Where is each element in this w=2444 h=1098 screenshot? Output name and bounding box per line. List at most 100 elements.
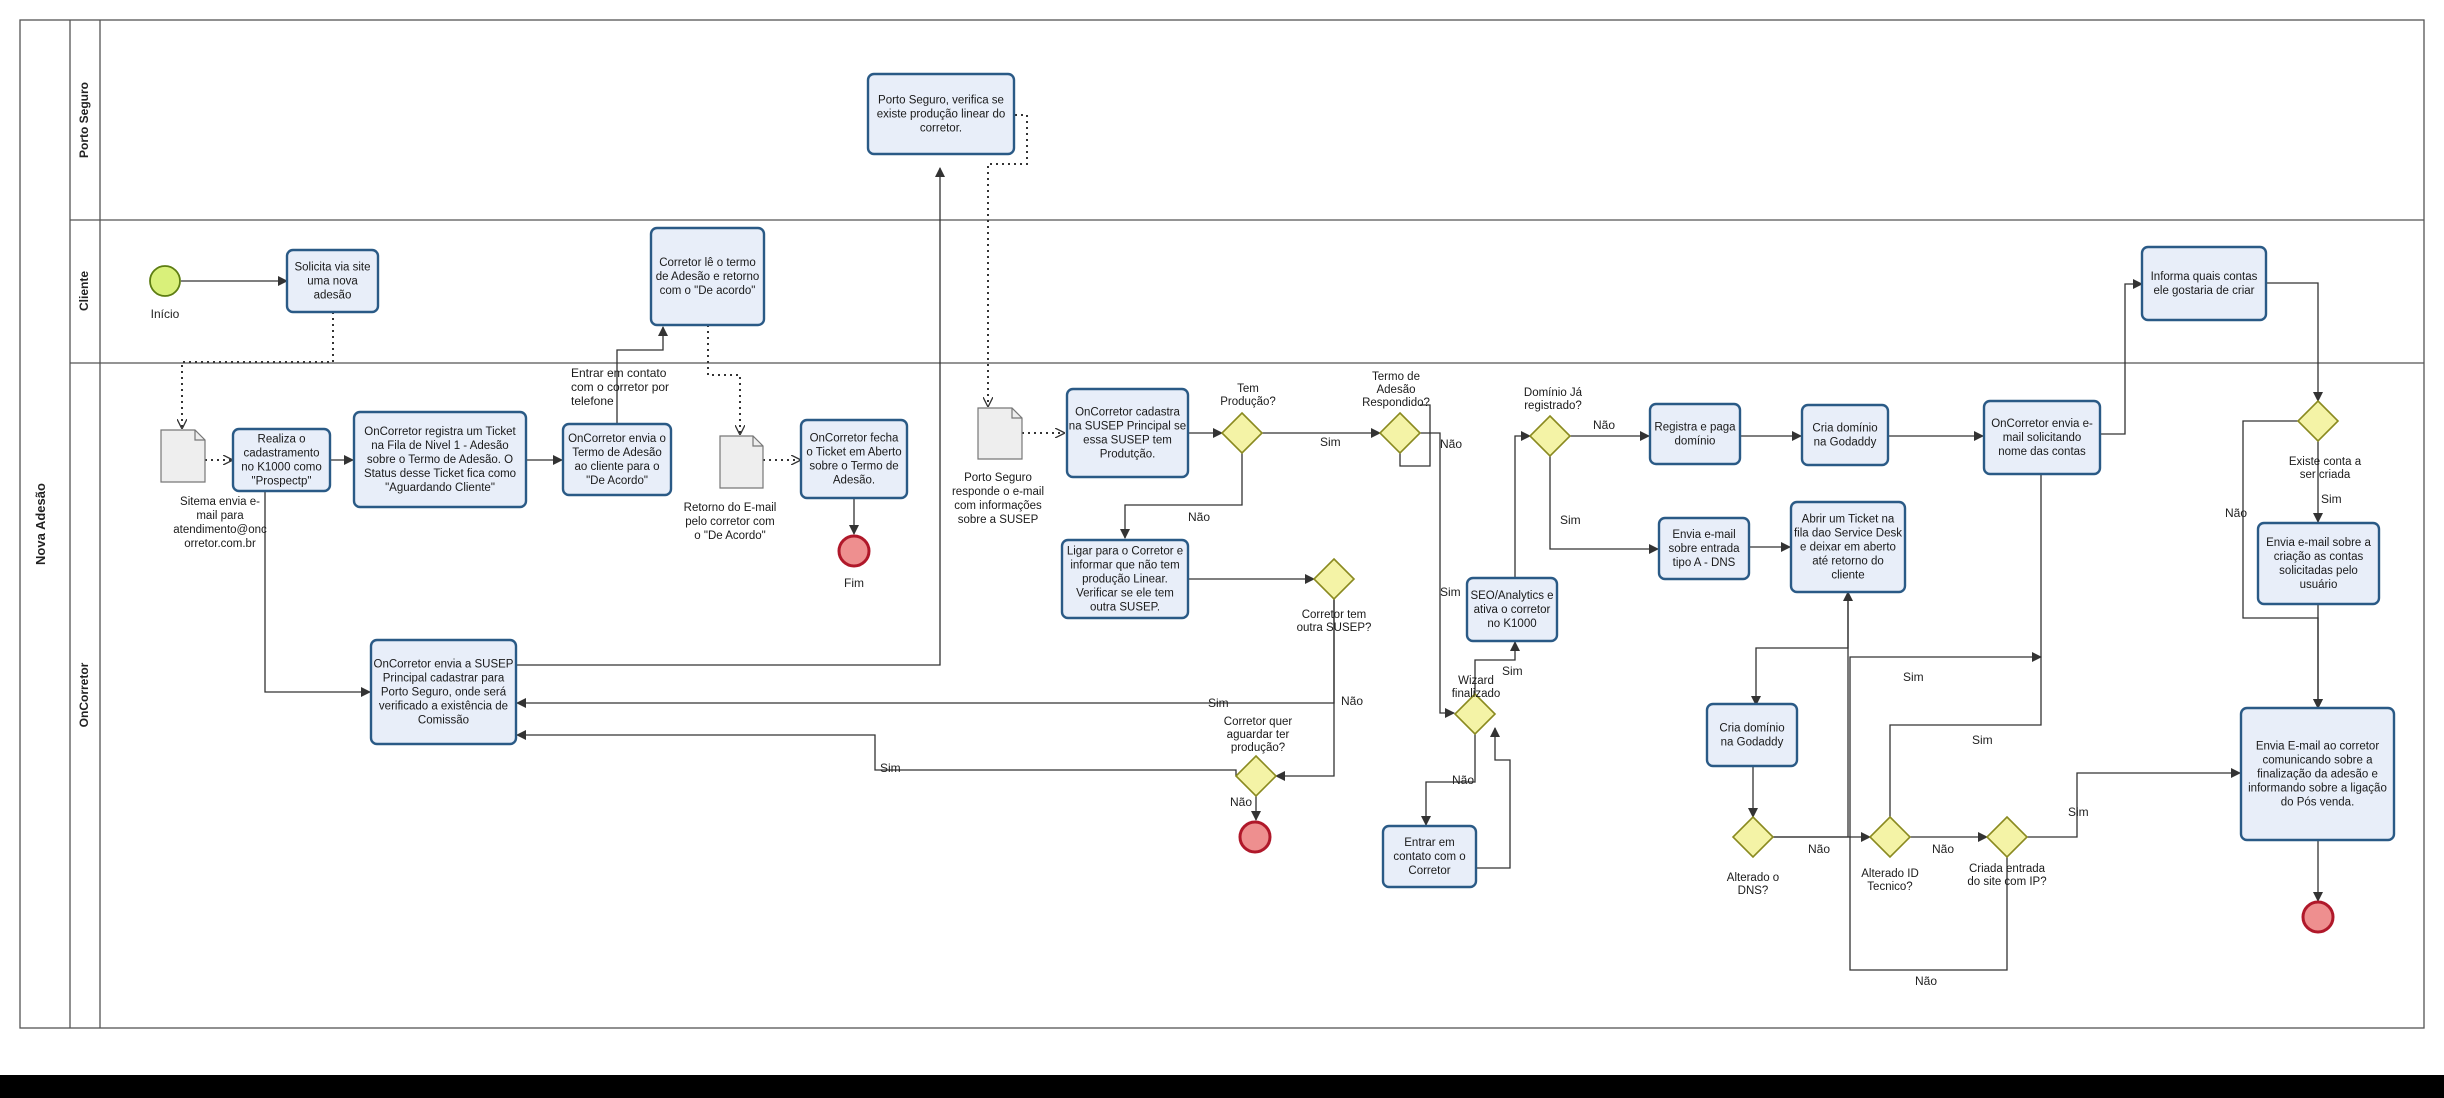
pool: Nova Adesão Porto Seguro Cliente OnCorre… xyxy=(19,19,2425,1029)
task-label: Envia E-mail ao corretor xyxy=(2256,741,2380,753)
flow-labels: Sim Não Não Sim Sim Não Sim Não Sim Não … xyxy=(880,418,2342,988)
label-nao: Não xyxy=(1341,694,1363,708)
start-label: Início xyxy=(151,307,180,321)
task-label: OnCorretor registra um Ticket xyxy=(364,426,516,438)
label-nao: Não xyxy=(1808,842,1830,856)
task-label: na Fila de Nivel 1 - Adesão xyxy=(371,440,508,452)
gateway-label: outra SUSEP? xyxy=(1297,622,1372,634)
task-label: Cria domínio xyxy=(1719,723,1784,735)
task-label: Registra e paga xyxy=(1654,422,1736,434)
flow-entrar-wizard xyxy=(1476,727,1511,869)
end-event-fim[interactable]: Fim xyxy=(837,534,871,590)
task-label: cadastramento xyxy=(243,448,319,460)
flow-termo-loop xyxy=(1399,404,1431,467)
task-label: domínio xyxy=(1675,436,1716,448)
gateway-label: Corretor quer xyxy=(1224,716,1293,728)
gateway-label: aguardar ter xyxy=(1227,729,1290,741)
task-label: informando sobre a ligação xyxy=(2248,783,2387,795)
task-label: e deixar em aberto xyxy=(1800,542,1896,554)
end-event[interactable] xyxy=(2301,900,2335,934)
label-nao: Não xyxy=(1188,510,1210,524)
gateway-label: DNS? xyxy=(1738,885,1769,897)
label-nao: Não xyxy=(2225,506,2247,520)
task-label: Status desse Ticket fica como xyxy=(364,468,516,480)
end-event[interactable] xyxy=(1238,820,1272,854)
task-label: Ligar para o Corretor e xyxy=(1067,546,1183,558)
gateway-label: registrado? xyxy=(1524,400,1582,412)
gateway-label: do site com IP? xyxy=(1967,876,2046,888)
flow-criada-final xyxy=(2027,768,2241,838)
task-label: adesão xyxy=(314,290,352,302)
task-solicitando[interactable]: OnCorretor envia e-mail solicitandonome … xyxy=(1982,399,2102,476)
start-event[interactable]: Início xyxy=(149,265,181,321)
task-label: OnCorretor envia e- xyxy=(1991,418,2093,430)
document-label: mail para xyxy=(196,510,244,522)
task-label: nome das contas xyxy=(1998,446,2086,458)
task-label: Verificar se ele tem xyxy=(1076,588,1174,600)
task-label: Principal cadastrar para xyxy=(383,673,505,685)
document-label: com informações xyxy=(954,500,1042,512)
task-label: "De Acordo" xyxy=(586,475,648,487)
task-label: Envia e-mail xyxy=(1672,529,1735,541)
gateway-label: Alterado ID xyxy=(1861,868,1919,880)
annotation-text: com o corretor por xyxy=(571,380,669,394)
task-label: na SUSEP Principal se xyxy=(1069,421,1186,433)
label-nao: Não xyxy=(1915,974,1937,988)
task-label: Cria domínio xyxy=(1812,423,1877,435)
task-label: contato com o xyxy=(1393,851,1465,863)
pool-title: Nova Adesão xyxy=(33,483,48,565)
task-label: produção Linear. xyxy=(1082,574,1168,586)
task-label: criação as contas xyxy=(2274,551,2364,563)
gateway-label: Termo de xyxy=(1372,371,1420,383)
task-registra[interactable]: OnCorretor registra um Ticket na Fila de … xyxy=(352,410,528,509)
lane-title-porto-seguro: Porto Seguro xyxy=(77,82,91,158)
task-label: de Adesão e retorno xyxy=(656,271,760,283)
gateway-label: Alterado o xyxy=(1727,872,1779,884)
lane-title-oncorretor: OnCorretor xyxy=(77,662,91,727)
task-label: até retorno do xyxy=(1812,556,1884,568)
task-registra-paga[interactable]: Registra e paga domínio xyxy=(1648,402,1742,466)
document-sistema[interactable]: Sitema envia e-mail paraatendimento@onco… xyxy=(160,429,267,550)
task-label: Produtção. xyxy=(1100,449,1156,461)
end-label: Fim xyxy=(844,576,864,590)
task-label: verificado a existência de xyxy=(379,701,508,713)
gateway-label: produção? xyxy=(1231,742,1285,754)
label-nao: Não xyxy=(1230,795,1252,809)
task-label: Corretor xyxy=(1408,865,1450,877)
document-label: Porto Seguro xyxy=(964,472,1032,484)
document-label: pelo corretor com xyxy=(685,516,774,528)
label-sim: Sim xyxy=(1903,670,1924,684)
task-label: o Ticket em Aberto xyxy=(806,447,901,459)
